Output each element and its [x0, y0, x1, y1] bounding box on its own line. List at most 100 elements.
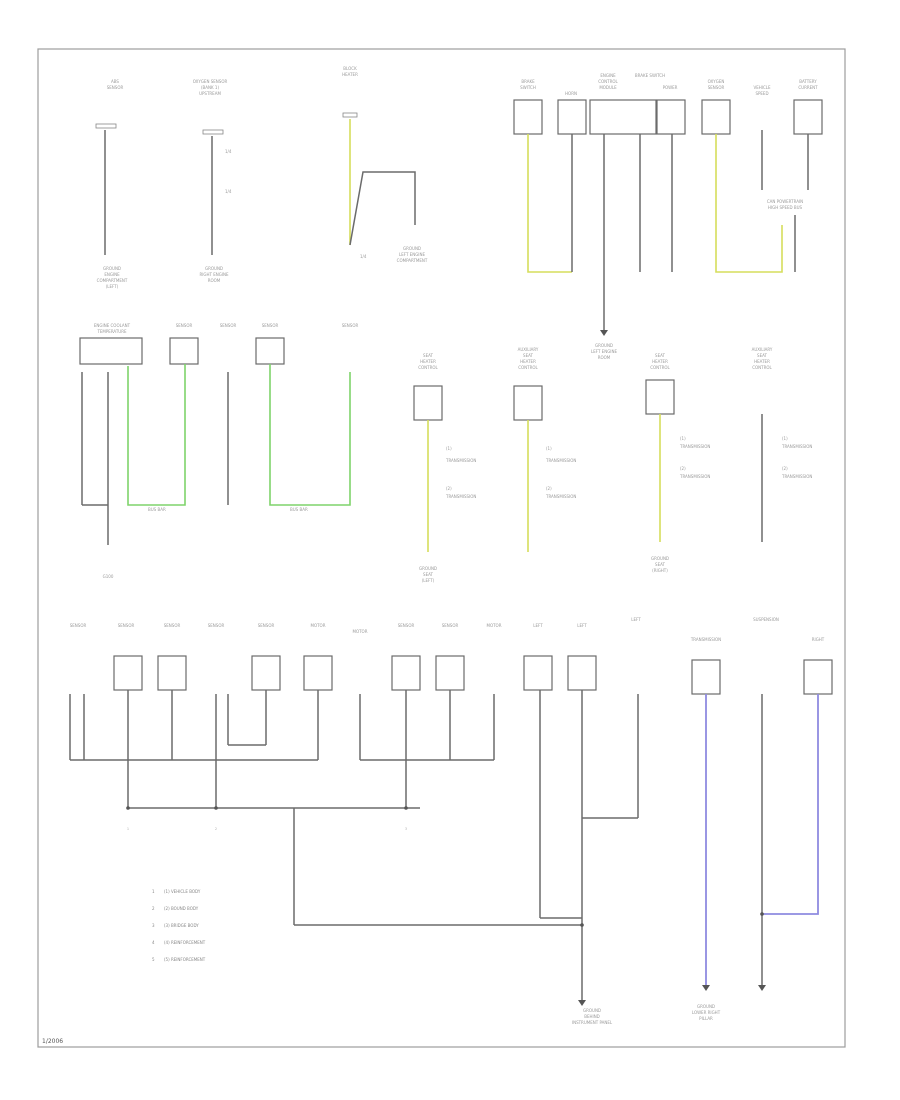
legend-item: 5 (5) REINFORCEMENT	[152, 957, 206, 962]
svg-text:LEFT: LEFT	[533, 623, 543, 628]
svg-text:ENGINE COOLANT: ENGINE COOLANT	[94, 323, 131, 328]
svg-text:VEHICLE: VEHICLE	[754, 85, 771, 90]
svg-text:(1): (1)	[446, 446, 452, 451]
svg-text:(1): (1)	[680, 436, 686, 441]
svg-text:(1) VEHICLE BODY: (1) VEHICLE BODY	[164, 889, 201, 894]
svg-text:HIGH SPEED BUS: HIGH SPEED BUS	[768, 205, 803, 210]
svg-text:LEFT: LEFT	[577, 623, 587, 628]
section-top-right: BRAKE SWITCH HORN ENGINE CONTROL MODULE …	[513, 73, 823, 360]
svg-text:MOTOR: MOTOR	[311, 623, 326, 628]
svg-text:(2): (2)	[446, 486, 452, 491]
svg-text:HEATER: HEATER	[652, 359, 668, 364]
section-bottom: SENSOR SENSOR SENSOR SENSOR SENSOR MOTOR…	[69, 617, 833, 1025]
svg-text:LEFT ENGINE: LEFT ENGINE	[399, 252, 425, 257]
svg-text:SENSOR: SENSOR	[176, 323, 193, 328]
svg-text:AUXILIARY: AUXILIARY	[752, 347, 773, 352]
svg-text:SENSOR: SENSOR	[398, 623, 415, 628]
svg-text:TRANSMISSION: TRANSMISSION	[445, 458, 476, 463]
svg-text:TEMPERATURE: TEMPERATURE	[96, 329, 127, 334]
svg-text:CAN POWERTRAIN: CAN POWERTRAIN	[767, 199, 803, 204]
svg-text:3: 3	[405, 827, 407, 831]
svg-text:SENSOR: SENSOR	[442, 623, 459, 628]
svg-text:CONTROL: CONTROL	[418, 365, 438, 370]
svg-text:SENSOR: SENSOR	[118, 623, 135, 628]
svg-text:CURRENT: CURRENT	[798, 85, 818, 90]
svg-text:GROUND: GROUND	[403, 246, 421, 251]
svg-text:BATTERY: BATTERY	[799, 79, 817, 84]
svg-text:MOTOR: MOTOR	[487, 623, 502, 628]
svg-text:BUS BAR: BUS BAR	[148, 507, 166, 512]
svg-text:GROUND: GROUND	[419, 566, 437, 571]
svg-text:LEFT: LEFT	[631, 617, 641, 622]
svg-text:SUSPENSION: SUSPENSION	[753, 617, 779, 622]
svg-text:GROUND: GROUND	[205, 266, 223, 271]
svg-text:1: 1	[127, 827, 129, 831]
svg-text:HEATER: HEATER	[754, 359, 770, 364]
svg-text:2: 2	[215, 827, 217, 831]
svg-text:COMPARTMENT: COMPARTMENT	[97, 278, 128, 283]
svg-text:HEATER: HEATER	[342, 72, 358, 77]
svg-text:LOWER RIGHT: LOWER RIGHT	[692, 1010, 721, 1015]
svg-text:TRANSMISSION: TRANSMISSION	[781, 444, 812, 449]
svg-text:SENSOR: SENSOR	[342, 323, 359, 328]
svg-text:(LEFT): (LEFT)	[422, 578, 435, 583]
legend-item: 4 (4) REINFORCEMENT	[152, 940, 206, 945]
svg-text:ENGINE: ENGINE	[600, 73, 616, 78]
svg-text:INSTRUMENT PANEL: INSTRUMENT PANEL	[572, 1020, 613, 1025]
svg-text:ROOM: ROOM	[208, 278, 221, 283]
svg-text:G100: G100	[103, 574, 114, 579]
svg-text:AUXILIARY: AUXILIARY	[518, 347, 539, 352]
svg-text:SENSOR: SENSOR	[708, 85, 725, 90]
svg-text:(2) BOUND BODY: (2) BOUND BODY	[164, 906, 199, 911]
svg-text:GROUND: GROUND	[595, 343, 613, 348]
svg-text:ENGINE: ENGINE	[104, 272, 120, 277]
svg-text:GROUND: GROUND	[651, 556, 669, 561]
svg-text:SENSOR: SENSOR	[70, 623, 87, 628]
svg-text:CONTROL: CONTROL	[518, 365, 538, 370]
svg-text:TRANSMISSION: TRANSMISSION	[690, 637, 721, 642]
svg-text:SENSOR: SENSOR	[220, 323, 237, 328]
svg-text:SEAT: SEAT	[523, 353, 533, 358]
svg-text:GROUND: GROUND	[583, 1008, 601, 1013]
svg-text:1/4: 1/4	[360, 254, 367, 259]
svg-text:SENSOR: SENSOR	[164, 623, 181, 628]
legend-item: 2 (2) BOUND BODY	[152, 906, 199, 911]
svg-text:ROOM: ROOM	[598, 355, 611, 360]
svg-text:5: 5	[152, 957, 155, 962]
svg-text:(RIGHT): (RIGHT)	[652, 568, 668, 573]
svg-text:SEAT: SEAT	[757, 353, 767, 358]
legend: 1 (1) VEHICLE BODY 2 (2) BOUND BODY 3 (3…	[152, 889, 206, 962]
svg-text:HEATER: HEATER	[420, 359, 436, 364]
svg-text:BEHIND: BEHIND	[584, 1014, 600, 1019]
svg-text:BRAKE SWITCH: BRAKE SWITCH	[635, 73, 665, 78]
svg-text:GROUND: GROUND	[103, 266, 121, 271]
svg-text:HORN: HORN	[565, 91, 577, 96]
svg-text:TRANSMISSION: TRANSMISSION	[545, 494, 576, 499]
svg-text:(2): (2)	[782, 466, 788, 471]
svg-text:(3) BRIDGE BODY: (3) BRIDGE BODY	[164, 923, 199, 928]
svg-text:2: 2	[152, 906, 155, 911]
svg-text:1/4: 1/4	[225, 189, 232, 194]
svg-text:SEAT: SEAT	[655, 562, 665, 567]
svg-text:POWER: POWER	[663, 85, 678, 90]
svg-text:BLOCK: BLOCK	[343, 66, 357, 71]
svg-text:RIGHT: RIGHT	[812, 637, 825, 642]
figure-tag: 1/2006	[42, 1038, 63, 1045]
svg-text:TRANSMISSION: TRANSMISSION	[679, 474, 710, 479]
svg-text:SENSOR: SENSOR	[262, 323, 279, 328]
svg-text:(2): (2)	[546, 486, 552, 491]
legend-item: 1 (1) VEHICLE BODY	[152, 889, 201, 894]
section-top-left: ABS SENSOR GROUND ENGINE COMPARTMENT (LE…	[95, 66, 428, 289]
svg-text:MOTOR: MOTOR	[353, 629, 368, 634]
svg-text:1/4: 1/4	[225, 149, 232, 154]
svg-text:CONTROL: CONTROL	[752, 365, 772, 370]
svg-text:HEATER: HEATER	[520, 359, 536, 364]
svg-text:3: 3	[152, 923, 155, 928]
component-label: SENSOR	[107, 85, 124, 90]
svg-text:RIGHT ENGINE: RIGHT ENGINE	[199, 272, 229, 277]
svg-text:1: 1	[152, 889, 155, 894]
svg-text:TRANSMISSION: TRANSMISSION	[781, 474, 812, 479]
svg-text:TRANSMISSION: TRANSMISSION	[545, 458, 576, 463]
svg-text:CONTROL: CONTROL	[598, 79, 618, 84]
